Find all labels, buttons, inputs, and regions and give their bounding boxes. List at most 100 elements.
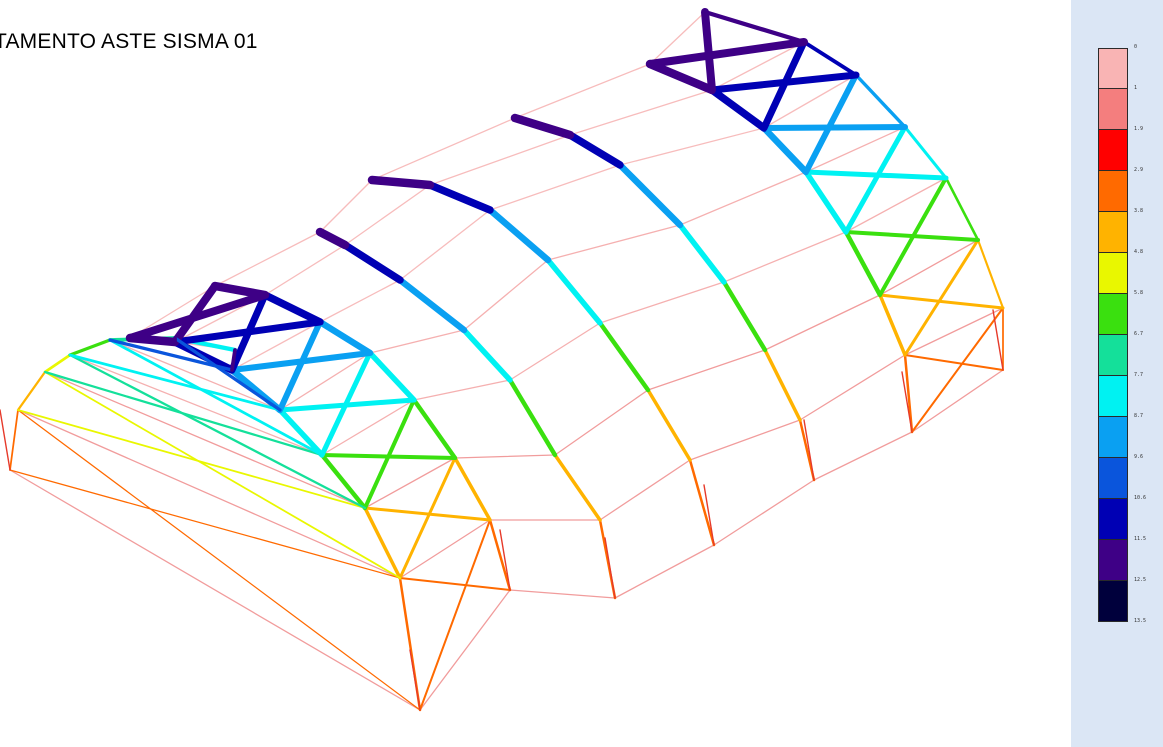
arch-rib (461, 327, 513, 383)
brace (803, 72, 859, 175)
legend-swatch (1098, 48, 1128, 89)
purlin (489, 164, 621, 211)
arch-rib (68, 338, 112, 357)
legend-tick-label: 1 (1134, 85, 1138, 91)
purlin (344, 184, 431, 246)
legend-tick-label: 5.8 (1134, 290, 1144, 296)
purlin (399, 209, 491, 281)
arch-rib (488, 518, 512, 592)
purlin (109, 339, 281, 411)
arch-rib (702, 9, 807, 45)
purlin (429, 134, 571, 186)
purlin (599, 459, 691, 521)
arch-rib (367, 350, 417, 403)
purlin (763, 74, 857, 129)
purlin (904, 307, 1004, 356)
purlin (319, 279, 401, 323)
legend-swatch (1098, 335, 1128, 376)
arch-rib (411, 397, 458, 461)
arch-rib (486, 206, 552, 264)
truss-members (0, 8, 1005, 712)
arch-rib (43, 353, 72, 374)
arch-rib (616, 161, 684, 229)
purlin (413, 379, 511, 401)
brace (903, 238, 980, 357)
purlin (69, 354, 323, 456)
purlin (369, 329, 465, 354)
purlin (649, 11, 706, 65)
legend-tick-label: 4.8 (1134, 249, 1144, 255)
legend-tick-label: 0 (1134, 44, 1138, 50)
brace (108, 338, 324, 457)
legend-tick-label: 3.8 (1134, 208, 1144, 214)
purlin (321, 399, 415, 456)
purlin (231, 321, 321, 371)
purlin (17, 409, 401, 579)
arch-rib (363, 506, 402, 580)
brace (646, 38, 808, 68)
purlin (711, 41, 805, 91)
purlin (554, 389, 649, 456)
arch-rib (645, 59, 717, 95)
brace (911, 307, 1004, 433)
purlin (463, 259, 549, 331)
arch-rib (843, 229, 883, 298)
arch-rib (760, 124, 810, 176)
arch-rib (396, 276, 468, 334)
brace (419, 519, 491, 711)
brace (843, 124, 908, 235)
arch-rib (903, 125, 948, 180)
purlin (764, 294, 881, 351)
base-leg (409, 649, 421, 711)
purlin (399, 519, 491, 579)
purlin (723, 231, 847, 283)
brace (17, 409, 421, 711)
purlin (319, 179, 373, 233)
purlin (713, 479, 815, 546)
arch-rib (510, 113, 575, 140)
purlin (911, 369, 1004, 433)
brace (126, 291, 269, 342)
base-leg (803, 419, 815, 481)
legend-swatch (1098, 458, 1128, 499)
legend-tick-label: 8.7 (1134, 413, 1144, 419)
brace (229, 350, 373, 373)
brace (320, 453, 457, 460)
base-leg (703, 484, 715, 546)
arch-rib (545, 257, 603, 326)
brace (44, 371, 401, 579)
arch-rib (566, 131, 624, 169)
arch-rib (261, 291, 324, 326)
purlin (264, 244, 346, 296)
purlin (689, 419, 801, 461)
purlin (619, 127, 765, 166)
purlin (279, 352, 371, 411)
legend-swatch (1098, 376, 1128, 417)
arch-rib (903, 353, 914, 434)
brace (230, 348, 237, 372)
legend-tick-label: 7.7 (1134, 372, 1144, 378)
brace (277, 397, 417, 413)
arch-rib (367, 175, 435, 190)
brace (878, 293, 1005, 310)
legend-tick-label: 9.6 (1134, 454, 1144, 460)
arch-rib (854, 73, 907, 129)
arch-rib (16, 370, 47, 412)
purlin (364, 457, 456, 509)
arch-rib (319, 452, 368, 511)
arch-rib (878, 293, 907, 357)
brace (398, 456, 457, 580)
purlin (514, 63, 651, 119)
arch-rib (677, 222, 727, 285)
legend-tick-label: 2.9 (1134, 167, 1144, 173)
brace (399, 577, 511, 591)
brace (171, 318, 324, 346)
brace (68, 353, 282, 412)
purlin (845, 177, 947, 233)
brace (68, 353, 367, 510)
legend-swatch (1098, 212, 1128, 253)
brace (363, 398, 416, 510)
purlin (9, 469, 421, 711)
purlin (419, 589, 511, 711)
arch-rib (316, 318, 374, 357)
